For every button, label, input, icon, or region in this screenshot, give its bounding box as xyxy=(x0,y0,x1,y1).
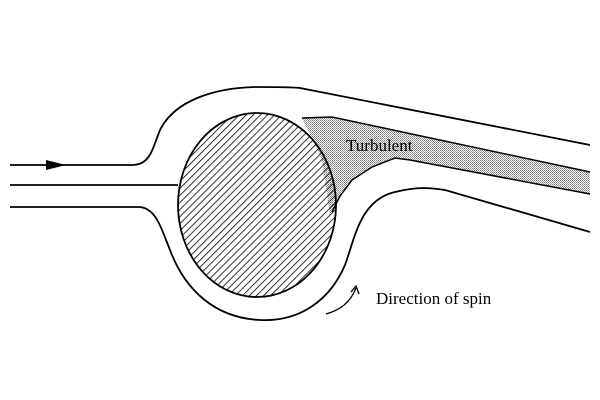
turbulent-wake-region xyxy=(302,117,590,215)
spin-arrowhead-icon xyxy=(350,284,360,295)
turbulent-wake-lower-edge xyxy=(331,157,591,213)
spinning-ball xyxy=(177,112,337,298)
flow-arrow-icon xyxy=(46,160,66,170)
direction-of-spin-label: Direction of spin xyxy=(376,289,492,308)
turbulent-label: Turbulent xyxy=(346,136,413,155)
turbulent-wake-upper-edge xyxy=(301,116,591,173)
lower-streamline xyxy=(10,187,591,321)
spin-direction-arrow-icon xyxy=(325,287,357,315)
upper-streamline xyxy=(10,86,591,166)
